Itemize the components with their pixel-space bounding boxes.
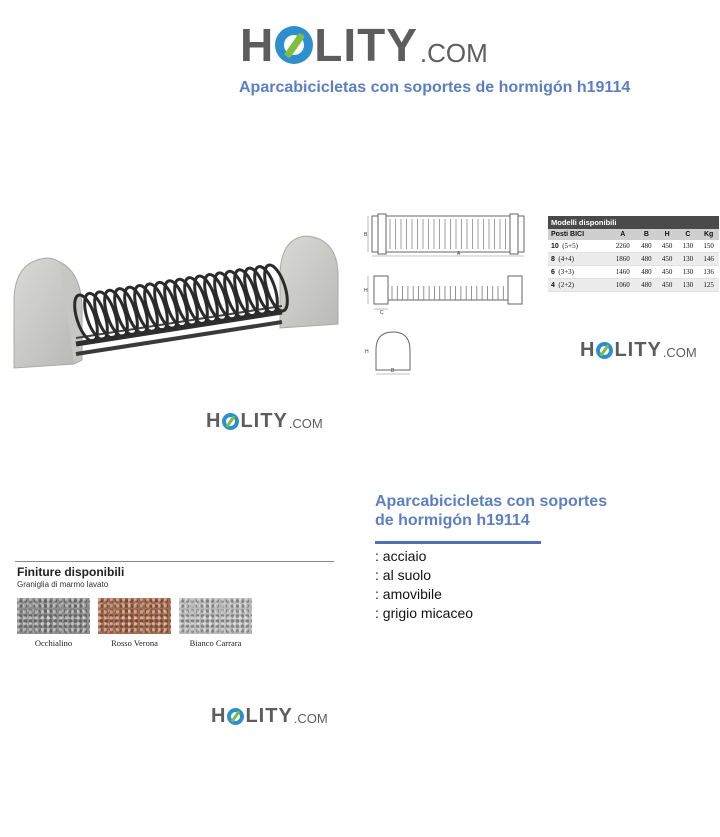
rack-loop (213, 271, 239, 321)
logo-o-icon (227, 708, 245, 725)
col-posti: Posti BICI (548, 229, 610, 240)
col-kg: Kg (698, 229, 719, 240)
col-b: B (636, 229, 657, 240)
logo-text-lity: LITY (614, 339, 662, 361)
dim-label-b: B (364, 232, 368, 238)
rack-loop (163, 279, 189, 329)
rack-loop (223, 269, 249, 319)
technical-drawing: A B H C B H (364, 213, 525, 375)
logo-text-com: .COM (662, 345, 697, 360)
logo-text-h: H (580, 339, 596, 361)
logo-text-com: .COM (288, 416, 323, 431)
list-item: : grigio micaceo (375, 605, 474, 621)
finishes-title: Finiture disponibili (17, 565, 125, 579)
rack-loop (183, 276, 209, 326)
product-photo (13, 235, 339, 369)
dim-label-c: C (380, 310, 384, 316)
holity-logo-header[interactable]: H LITY .COM (240, 22, 488, 68)
rack-loop (103, 288, 129, 338)
logo-o-icon (596, 342, 614, 359)
finishes-divider (15, 561, 334, 562)
swatch-bianco-carrara[interactable] (179, 598, 252, 634)
logo-text-lity: LITY (245, 705, 293, 727)
list-item: : acciaio (375, 548, 427, 564)
col-h: H (656, 229, 678, 240)
description-title: Aparcabicicletas con soportes de hormigó… (375, 493, 608, 529)
list-item: : al suolo (375, 567, 432, 583)
rack-loop (123, 285, 149, 335)
logo-text-h: H (211, 705, 227, 727)
holity-logo-table[interactable]: H LITY .COM (580, 340, 697, 360)
logo-o-icon (275, 26, 314, 64)
swatch-label: Occhialino (34, 638, 73, 648)
rack-loop (173, 277, 199, 327)
swatch-label: Bianco Carrara (189, 638, 242, 648)
rack-loop (83, 291, 109, 341)
dim-label-b-side: B (391, 368, 395, 374)
rack-loop (93, 290, 119, 340)
dim-label-h-side: H (365, 349, 369, 355)
rack-loop (253, 265, 279, 315)
logo-o-icon (222, 413, 240, 430)
rack-loop (203, 272, 229, 322)
logo-text-h: H (240, 19, 275, 71)
rack-loop (193, 274, 219, 324)
swatch-label: Rosso Verona (111, 638, 158, 648)
rack-loop (73, 293, 99, 343)
rack-loop (113, 287, 139, 337)
holity-logo-photo[interactable]: H LITY .COM (206, 411, 323, 431)
logo-text-h: H (206, 410, 222, 432)
dim-label-h: H (364, 288, 368, 294)
logo-text-com: .COM (293, 711, 328, 726)
rack-loop (243, 266, 269, 316)
rack-loop (143, 282, 169, 332)
dim-label-a: A (457, 251, 461, 257)
swatch-occhialino[interactable] (17, 598, 90, 634)
col-a: A (609, 229, 637, 240)
rack-loop (263, 263, 289, 313)
models-table: Modelli disponibili Posti BICI A B H C K… (548, 216, 719, 292)
logo-text-lity: LITY (240, 410, 288, 432)
list-item: : amovibile (375, 586, 442, 602)
rack-loop (153, 280, 179, 330)
logo-text-com: .COM (419, 38, 488, 68)
description-divider (375, 541, 541, 544)
holity-logo-footer[interactable]: H LITY .COM (211, 706, 328, 726)
rack-loop (233, 268, 259, 318)
models-table-title: Modelli disponibili (548, 216, 719, 229)
col-c: C (677, 229, 699, 240)
logo-text-lity: LITY (314, 19, 418, 71)
feature-list: : acciaio : al suolo : amovibile : grigi… (375, 547, 473, 623)
swatch-rosso-verona[interactable] (98, 598, 171, 634)
page-title: Aparcabicicletas con soportes de hormigó… (239, 79, 631, 96)
finishes-subtitle: Graniglia di marmo lavato (17, 580, 109, 589)
rack-loop (133, 284, 159, 334)
